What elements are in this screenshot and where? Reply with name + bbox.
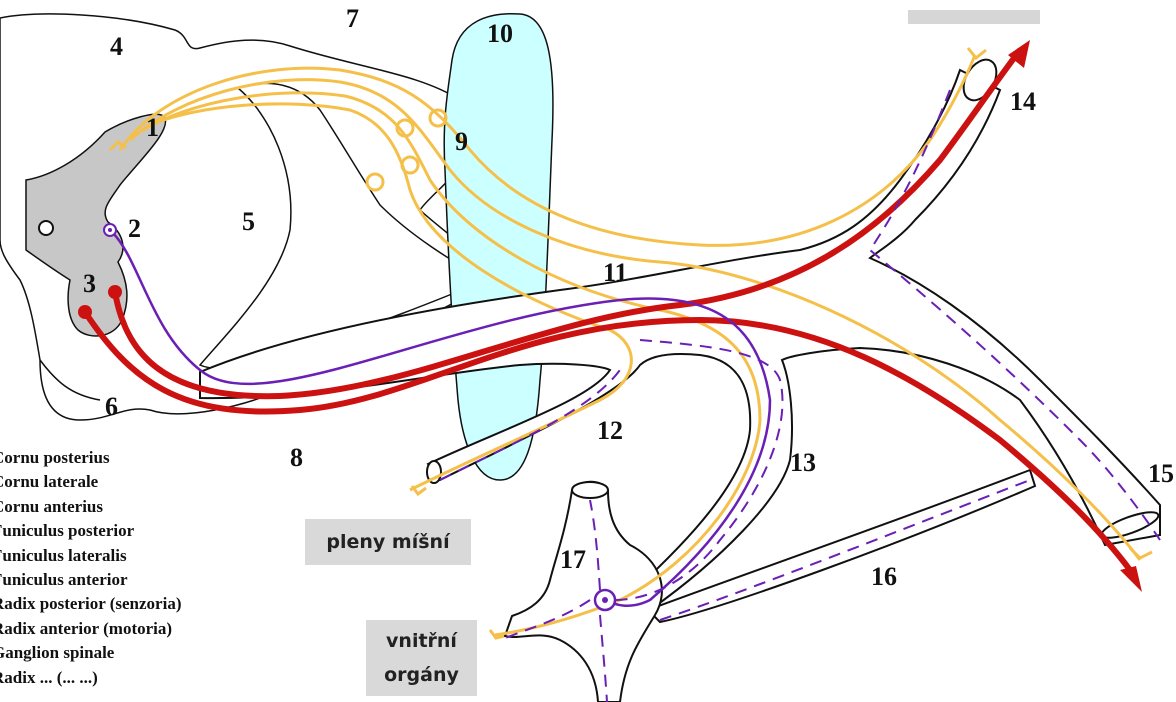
motor-arrow-ventral: [1120, 566, 1142, 592]
autonomic-dashed-fibers: [439, 89, 1161, 702]
motor-neurons: [78, 285, 122, 319]
ramus-communicans: [646, 468, 1037, 624]
cord-inner-contour: [39, 359, 101, 401]
legend-item: Ganglion spinale: [0, 643, 115, 663]
label-num-14: 14: [1010, 87, 1036, 116]
legend-item: Cornu posterius: [0, 448, 110, 467]
legend-item: Funiculus lateralis: [0, 545, 127, 565]
label-num-15: 15: [1148, 459, 1174, 488]
legend-item: Cornu anterius: [0, 496, 103, 516]
label-num-8: 8: [290, 443, 303, 472]
autonomic-neuron-cord-core: [108, 228, 112, 232]
label-num-12: 12: [597, 416, 623, 445]
sympathetic-ganglion: [503, 480, 663, 702]
label-num-11: 11: [603, 258, 628, 287]
ganglion-top-cut: [571, 481, 609, 499]
sympathetic-neuron-core: [602, 597, 608, 603]
internal-organs-label: vnitřní orgány: [366, 620, 477, 696]
legend-item: Radix ... (... ...): [0, 667, 98, 687]
sensory-terminals: [108, 47, 1153, 640]
label-num-16: 16: [871, 562, 897, 591]
meninges-label: pleny míšní: [305, 519, 471, 565]
motor-arrow-dorsal: [1008, 40, 1030, 68]
internal-organs-line-2: orgány: [384, 664, 459, 686]
label-num-2: 2: [128, 214, 141, 243]
label-num-7: 7: [346, 4, 359, 33]
autonomic-fibers: [111, 231, 772, 607]
legend-list: Cornu posterius Cornu laterale Cornu ant…: [0, 446, 340, 702]
label-num-17: 17: [560, 545, 586, 574]
label-num-10: 10: [487, 19, 513, 48]
legend-item: Funiculus posterior: [0, 521, 135, 541]
top-gray-bar: [908, 10, 1040, 24]
legend-item: Radix anterior (motoria): [0, 618, 173, 638]
label-num-3: 3: [83, 269, 96, 298]
ganglion-cell-bodies: [365, 108, 448, 192]
legend-item: Radix posterior (senzoria): [0, 594, 182, 614]
label-num-4: 4: [110, 32, 123, 61]
label-num-6: 6: [105, 392, 118, 421]
central-canal: [38, 220, 54, 236]
label-num-9: 9: [455, 127, 468, 156]
label-num-13: 13: [790, 448, 816, 477]
motor-fibers: [82, 48, 1133, 572]
label-num-5: 5: [242, 207, 255, 236]
internal-organs-line-1: vnitřní: [386, 630, 457, 652]
gray-matter: [25, 113, 167, 337]
legend-item: Cornu laterale: [0, 472, 99, 492]
label-num-1: 1: [146, 113, 159, 142]
legend-item: Funiculus anterior: [0, 570, 128, 590]
